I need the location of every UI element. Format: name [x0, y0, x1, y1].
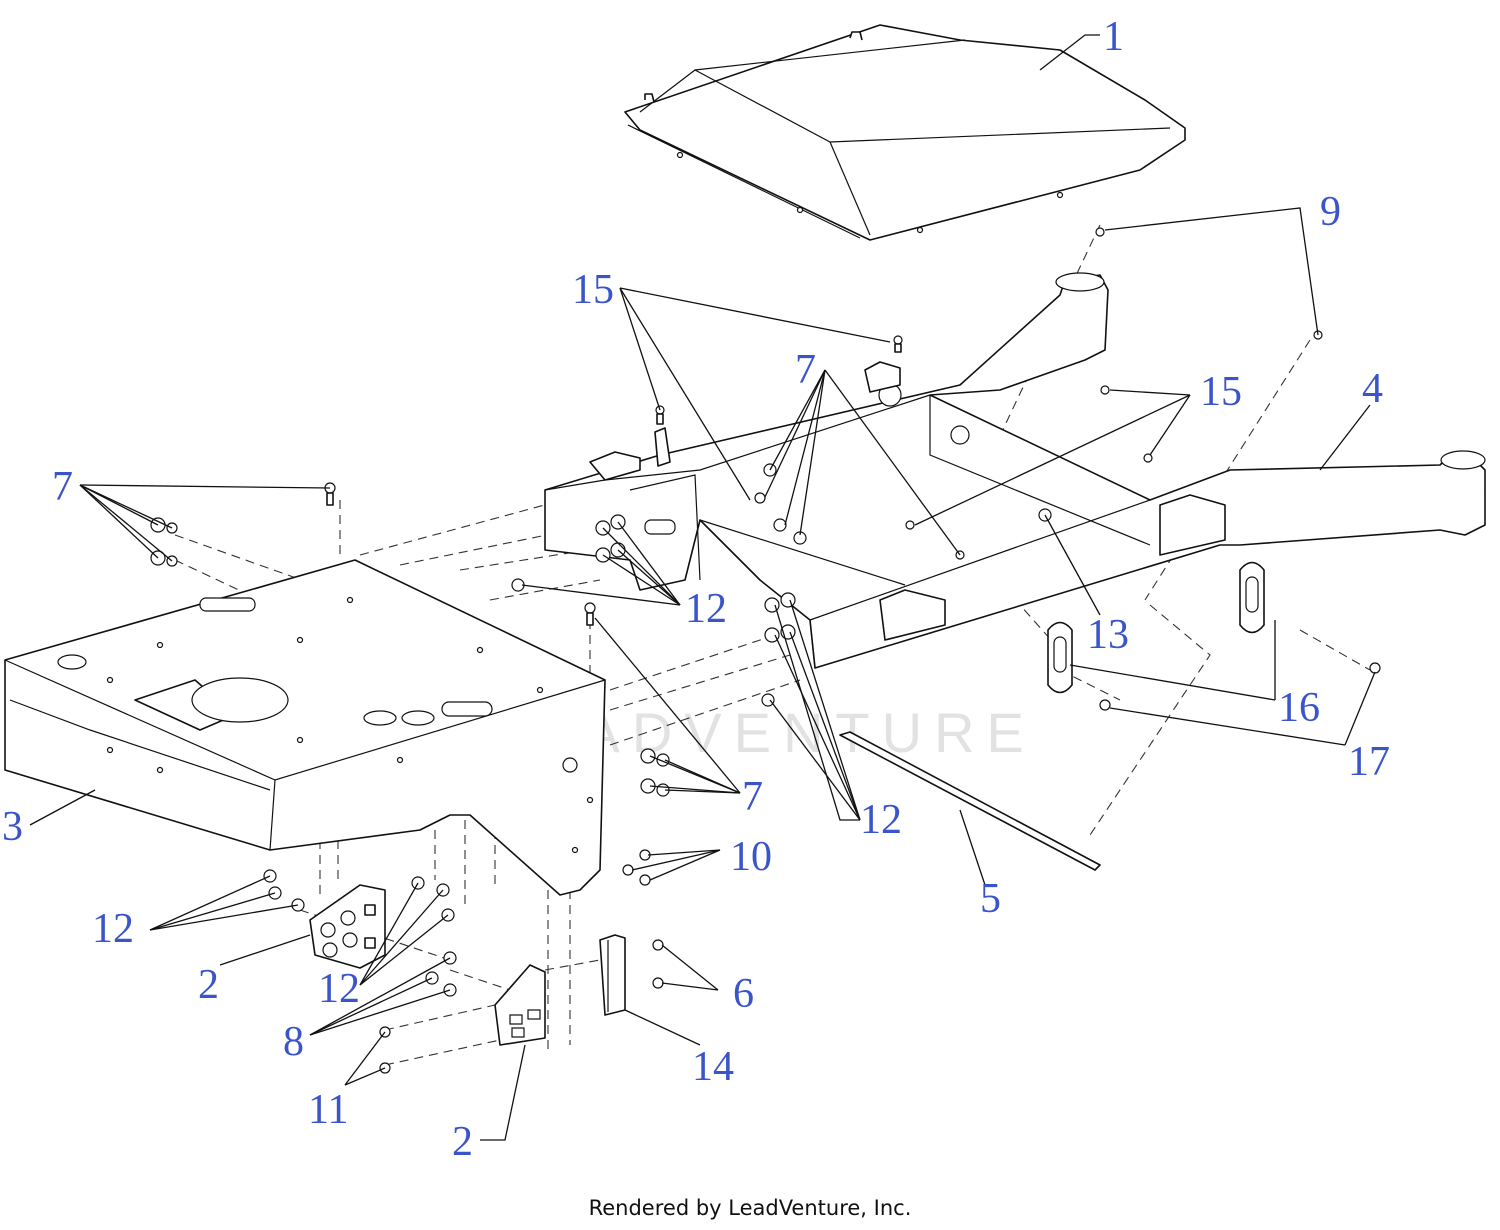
callout-labels: 1 9 15 7 15 4 7 12 13 16 17 3 12 7 10 12…	[2, 14, 1390, 1165]
callout-12-lower: 12	[318, 966, 360, 1012]
shroud-cover	[624, 24, 1186, 241]
callout-14: 14	[692, 1044, 734, 1090]
footer-credit: Rendered by LeadVenture, Inc.	[588, 1196, 912, 1220]
callout-8: 8	[283, 1019, 304, 1065]
callout-13: 13	[1087, 612, 1129, 658]
callout-5: 5	[980, 876, 1001, 922]
callout-11: 11	[308, 1087, 348, 1133]
callout-2-left: 2	[198, 962, 219, 1008]
bracket-right	[494, 964, 546, 1046]
callout-7-lower: 7	[742, 774, 763, 820]
callout-12-center: 12	[860, 797, 902, 843]
callout-12-left: 12	[92, 906, 134, 952]
callout-16: 16	[1278, 685, 1320, 731]
callout-12-frame: 12	[685, 586, 727, 632]
callout-6: 6	[733, 971, 754, 1017]
callout-17: 17	[1348, 739, 1390, 785]
callout-7-frame: 7	[795, 347, 816, 393]
slotted-links	[1047, 561, 1265, 694]
bracket-left	[309, 884, 386, 969]
callout-3: 3	[2, 804, 23, 850]
callout-7-left: 7	[52, 464, 73, 510]
callout-2-bottom: 2	[452, 1119, 473, 1165]
baffle-plate	[839, 731, 1101, 871]
callout-4: 4	[1362, 366, 1383, 412]
chassis-plate	[4, 559, 606, 896]
leader-lines	[29, 34, 1376, 1141]
spacer-bar	[599, 934, 626, 1016]
callout-1: 1	[1103, 14, 1124, 60]
callout-15-top: 15	[572, 267, 614, 313]
callout-10: 10	[730, 834, 772, 880]
callout-9: 9	[1320, 189, 1341, 235]
callout-15-right: 15	[1200, 369, 1242, 415]
